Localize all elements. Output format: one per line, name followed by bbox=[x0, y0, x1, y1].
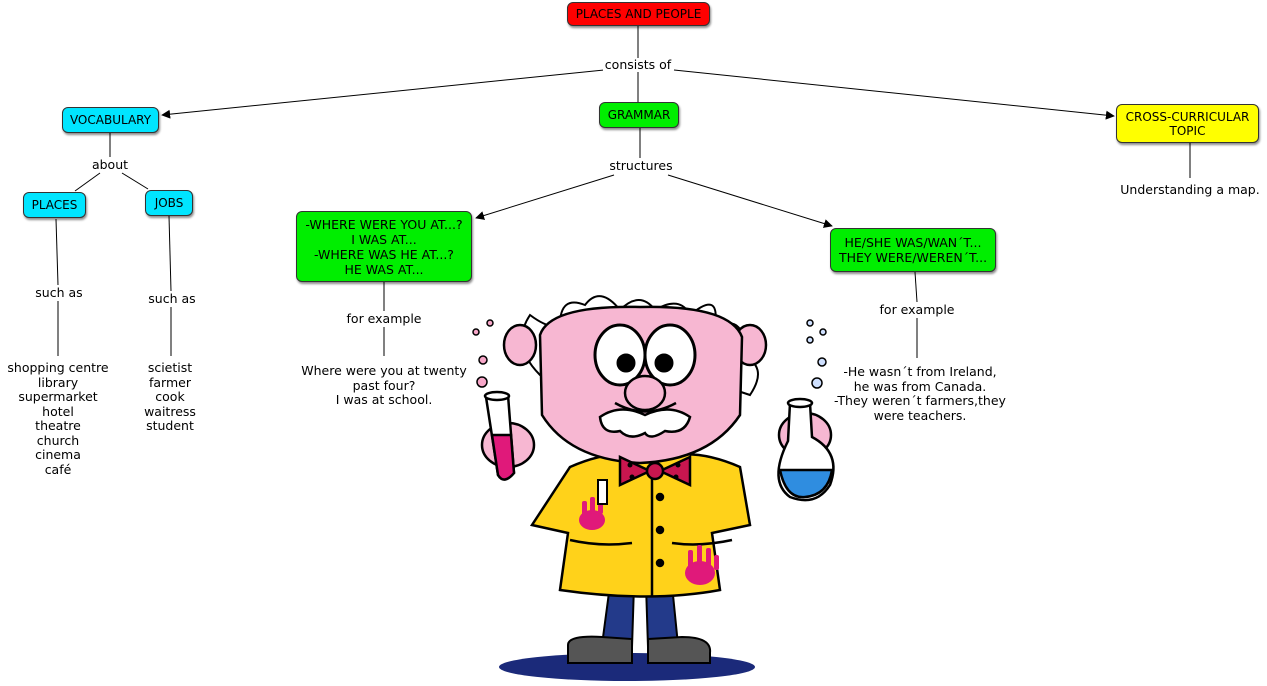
link-jobs-suchas bbox=[168, 215, 172, 292]
was-structures-node[interactable]: HE/SHE WAS/WAN´T... THEY WERE/WEREN´T... bbox=[830, 228, 996, 272]
legs bbox=[567, 584, 712, 664]
where-structures-node[interactable]: -WHERE WERE YOU AT...? I WAS AT... -WHER… bbox=[296, 211, 472, 282]
link-about-places bbox=[74, 172, 101, 192]
bow-tie bbox=[618, 455, 692, 487]
link-phrase-such-as-jobs: such as bbox=[143, 292, 201, 306]
link-phrase-structures: structures bbox=[607, 159, 675, 173]
bubbles bbox=[472, 319, 827, 389]
cross-curricular-topic-node[interactable]: CROSS-CURRICULAR TOPIC bbox=[1116, 104, 1259, 143]
link-about-jobs bbox=[121, 172, 149, 190]
flask bbox=[777, 397, 835, 502]
paint-stains bbox=[579, 497, 719, 585]
link-places-suchas bbox=[55, 218, 59, 286]
eyes bbox=[593, 323, 697, 387]
link-to-topic bbox=[673, 69, 1115, 120]
link-phrase-for-example-was: for example bbox=[877, 303, 957, 317]
scientist-illustration bbox=[472, 295, 835, 681]
pocket-pen bbox=[597, 479, 608, 505]
link-was-forexample bbox=[914, 271, 918, 303]
face-details bbox=[598, 374, 692, 438]
link-to-where bbox=[475, 174, 615, 220]
root-node[interactable]: PLACES AND PEOPLE bbox=[567, 2, 710, 26]
topic-example: Understanding a map. bbox=[1120, 182, 1260, 197]
link-phrase-such-as-places: such as bbox=[30, 286, 88, 300]
where-example: Where were you at twenty past four? I wa… bbox=[301, 363, 467, 407]
grammar-node[interactable]: GRAMMAR bbox=[599, 102, 679, 128]
link-phrase-consists-of: consists of bbox=[603, 57, 673, 72]
test-tube bbox=[483, 390, 516, 481]
jobs-node[interactable]: JOBS bbox=[145, 190, 193, 216]
was-example: -He wasn´t from Ireland, he was from Can… bbox=[834, 364, 1006, 423]
link-phrase-for-example-where: for example bbox=[344, 312, 424, 326]
places-node[interactable]: PLACES bbox=[23, 192, 86, 218]
jobs-examples: scietist farmer cook waitress student bbox=[144, 360, 196, 433]
vocabulary-node[interactable]: VOCABULARY bbox=[62, 107, 159, 133]
link-to-vocabulary bbox=[161, 69, 605, 119]
link-phrase-about: about bbox=[90, 157, 130, 172]
link-to-was bbox=[667, 174, 833, 228]
places-examples: shopping centre library supermarket hote… bbox=[7, 360, 109, 477]
